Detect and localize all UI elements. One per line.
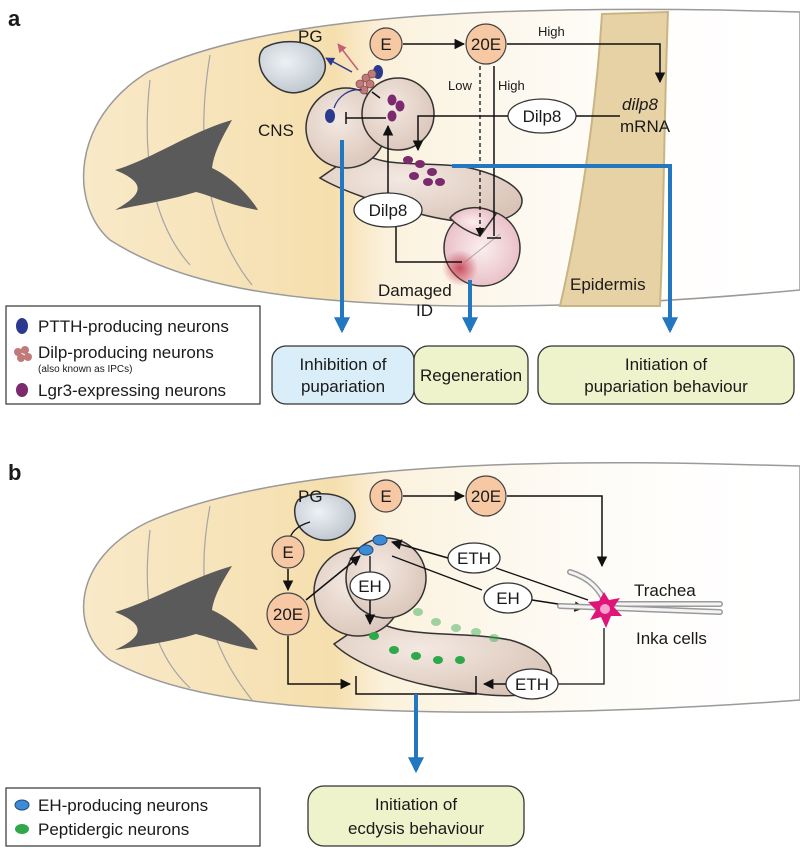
eth-top-node: ETH xyxy=(447,542,501,574)
label-e-a: E xyxy=(380,35,391,54)
ptth-to-pg-arrow xyxy=(325,57,353,73)
20e-to-inka-arrow xyxy=(507,495,608,568)
label-eh-inner: EH xyxy=(358,577,382,596)
epidermis-band xyxy=(558,10,670,307)
label-pg-a: PG xyxy=(298,27,323,46)
outcome-inhibition-line1: Inhibition of xyxy=(300,355,387,374)
lgr3-neurons-a xyxy=(387,94,445,186)
hormone-20e-a: 20E xyxy=(465,23,507,65)
label-inka: Inka cells xyxy=(636,629,707,648)
legend-ptth-swatch xyxy=(16,318,28,334)
label-e-top-b: E xyxy=(380,487,391,506)
eh-inner-node: EH xyxy=(349,571,391,601)
outcome-inhibition-line2: pupariation xyxy=(301,377,385,396)
hormone-e-left-b: E xyxy=(271,535,305,569)
label-dilp8-mrna-italic: dilp8 xyxy=(622,95,658,114)
legend-peptidergic: Peptidergic neurons xyxy=(38,820,189,839)
ring-gland-b xyxy=(293,493,356,541)
eh-neurons-b xyxy=(358,534,388,556)
outcome-initiation-pupariation: Initiation of pupariation behaviour xyxy=(537,345,795,405)
label-epidermis: Epidermis xyxy=(570,275,646,294)
label-20e-top-b: 20E xyxy=(471,487,501,506)
hormone-e-a: E xyxy=(369,27,403,61)
dilp8-left-node: Dilp8 xyxy=(353,192,423,228)
legend-lgr3-swatch xyxy=(16,383,28,397)
panel-a-letter: a xyxy=(8,6,21,31)
label-high-mid: High xyxy=(498,78,525,93)
label-20e-left-b: 20E xyxy=(273,605,303,624)
legend-b: EH-producing neurons Peptidergic neurons xyxy=(5,787,261,847)
outcome-regeneration-label: Regeneration xyxy=(420,366,522,385)
peptidergic-neurons-b xyxy=(369,608,499,664)
outcome-ecdysis-line1: Initiation of xyxy=(375,795,457,814)
hormone-20e-left-b: 20E xyxy=(266,592,310,636)
legend-eh-swatch xyxy=(14,799,30,811)
label-e-left-b: E xyxy=(282,543,293,562)
label-20e-a: 20E xyxy=(471,35,501,54)
eth-to-eh-neuron-arrow xyxy=(390,539,449,559)
outcome-inhibition: Inhibition of pupariation xyxy=(271,345,415,405)
legend-dilp-swatch xyxy=(14,346,32,362)
label-eh-mid: EH xyxy=(496,589,520,608)
label-low: Low xyxy=(448,78,472,93)
legend-ptth: PTTH-producing neurons xyxy=(38,317,229,336)
mouth-hook-a xyxy=(115,120,258,210)
label-id: ID xyxy=(416,301,433,320)
legend-lgr3: Lgr3-expressing neurons xyxy=(38,381,226,400)
legend-eh: EH-producing neurons xyxy=(38,796,208,815)
panel-b-letter: b xyxy=(8,460,21,485)
legend-dilp: Dilp-producing neurons xyxy=(38,343,214,362)
label-eth-bottom: ETH xyxy=(515,675,549,694)
20e-high-to-dilp8-arrow xyxy=(507,43,666,84)
dilp-to-pg-arrow xyxy=(337,43,359,71)
outcome-initiation-line2: pupariation behaviour xyxy=(584,377,748,396)
eh-neuron-to-eh-line xyxy=(391,555,483,591)
label-eth-top: ETH xyxy=(457,549,491,568)
label-pg-b: PG xyxy=(298,487,323,506)
20e-left-to-eh-neuron xyxy=(305,555,361,601)
eth-bottom-node: ETH xyxy=(505,668,559,700)
inka-to-eth-bottom xyxy=(558,628,605,685)
legend-peptidergic-swatch xyxy=(15,824,29,834)
ring-gland-a xyxy=(258,40,326,94)
legend-a: PTTH-producing neurons Dilp-producing ne… xyxy=(5,305,261,405)
panel-a: a xyxy=(5,6,800,405)
ptth-loop xyxy=(333,89,363,109)
dilp8-right-node: Dilp8 xyxy=(507,98,577,134)
outcome-regeneration: Regeneration xyxy=(413,345,529,405)
20e-left-to-convergence xyxy=(287,636,352,690)
hormone-e-top-b: E xyxy=(369,479,403,513)
larva-body-b xyxy=(82,461,800,713)
label-cns: CNS xyxy=(258,121,294,140)
outcome-ecdysis-line2: ecdysis behaviour xyxy=(348,819,484,838)
label-high-top: High xyxy=(538,24,565,39)
label-dilp8-left: Dilp8 xyxy=(369,201,408,220)
disc-to-dilp8-left xyxy=(395,226,462,263)
mouth-hook-b xyxy=(115,566,258,650)
outcome-initiation-line1: Initiation of xyxy=(625,355,707,374)
dilp-neurons-a xyxy=(355,69,377,95)
inka-to-eth-line xyxy=(495,567,589,601)
panel-b: b PG xyxy=(5,460,800,847)
dilp-inhibition-line xyxy=(371,91,381,99)
label-dilp8-mrna-word: mRNA xyxy=(620,117,671,136)
hormone-20e-top-b: 20E xyxy=(465,475,507,517)
outcome-ecdysis: Initiation of ecdysis behaviour xyxy=(307,785,525,847)
blue-arrow-initiation xyxy=(452,164,678,334)
label-damaged: Damaged xyxy=(378,281,452,300)
label-trachea: Trachea xyxy=(634,581,696,600)
legend-dilp-sub: (also known as IPCs) xyxy=(38,364,132,375)
label-dilp8-right: Dilp8 xyxy=(523,107,562,126)
dilp8-to-cns-arrow xyxy=(412,115,508,152)
eh-mid-node: EH xyxy=(483,582,533,614)
inka-cells xyxy=(588,592,622,628)
